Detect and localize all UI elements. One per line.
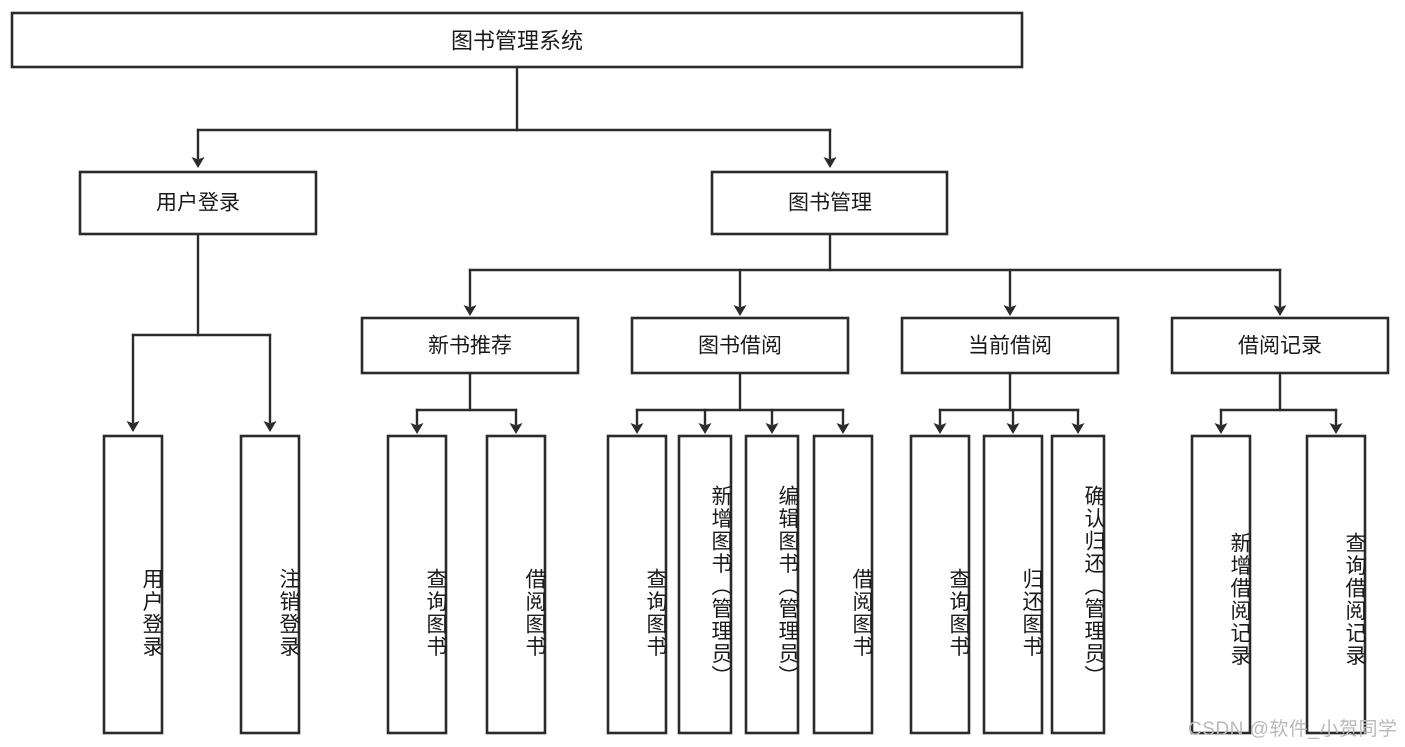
node-user-login-label: 用户登录 [156,192,240,215]
node-user-login[interactable]: 用户登录 [78,170,318,236]
node-borrow-record-box[interactable] [1170,316,1390,375]
csdn-watermark: CSDN @软件_小贺同学 [1188,719,1398,740]
node-leaf-user-login-box[interactable] [102,434,164,735]
node-new-book-rec[interactable]: 新书推荐 [360,316,580,375]
node-current-borrow-box[interactable] [900,316,1120,375]
node-new-book-rec-label: 新书推荐 [428,335,512,358]
node-current-borrow-label: 当前借阅 [968,335,1052,358]
node-root[interactable]: 图书管理系统 [10,11,1024,69]
node-leaf-add-record-box[interactable] [1190,434,1252,735]
node-root-label: 图书管理系统 [451,29,583,54]
node-leaf-query-book-2-box[interactable] [606,434,668,735]
node-root-box[interactable] [10,11,1024,69]
node-book-manage-label: 图书管理 [788,192,872,215]
node-user-login-box[interactable] [78,170,318,236]
node-leaf-query-book-3-box[interactable] [909,434,971,735]
node-leaf-confirm-return-box[interactable] [1050,434,1106,735]
node-borrow-record-label: 借阅记录 [1238,335,1322,358]
node-leaf-borrow-book-2-box[interactable] [812,434,874,735]
node-leaf-query-book-1-box[interactable] [386,434,448,735]
node-book-borrow[interactable]: 图书借阅 [630,316,850,375]
node-leaf-add-book-box[interactable] [677,434,733,735]
node-book-manage-box[interactable] [710,170,949,236]
node-book-borrow-label: 图书借阅 [698,335,782,358]
node-leaf-edit-book-box[interactable] [744,434,800,735]
node-borrow-record[interactable]: 借阅记录 [1170,316,1390,375]
node-book-manage[interactable]: 图书管理 [710,170,949,236]
leaf-boxes [102,434,1367,735]
node-leaf-return-book-box[interactable] [982,434,1044,735]
node-leaf-borrow-book-1-box[interactable] [485,434,547,735]
node-current-borrow[interactable]: 当前借阅 [900,316,1120,375]
node-leaf-query-record-box[interactable] [1305,434,1367,735]
connectors [126,65,1343,434]
node-new-book-rec-box[interactable] [360,316,580,375]
node-book-borrow-box[interactable] [630,316,850,375]
node-leaf-user-logout-box[interactable] [239,434,301,735]
